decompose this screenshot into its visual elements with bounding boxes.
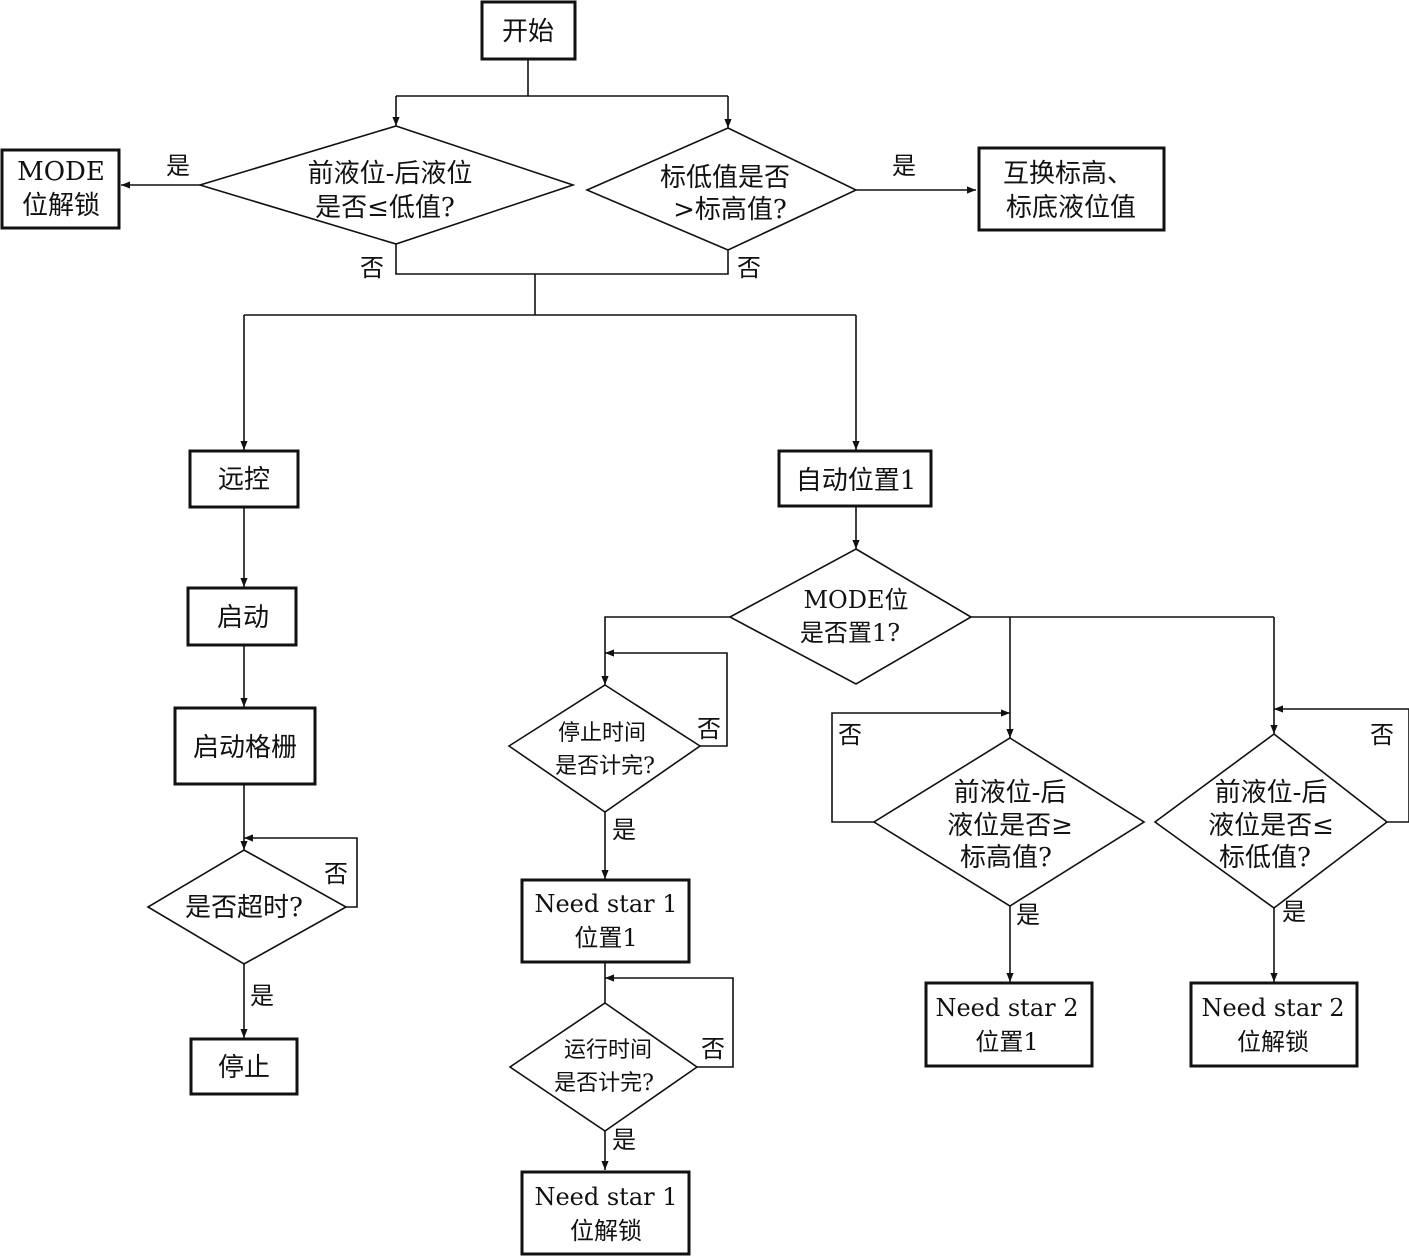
- start-grid-box: 启动格栅: [173, 706, 317, 786]
- decision-low-gt-high: 标低值是否 >标高值?: [584, 127, 858, 251]
- need-star-2-position-1-line2: 位置1: [975, 1028, 1038, 1056]
- no-label-run-time: 否: [701, 1035, 725, 1063]
- decision-run-time-line1: 运行时间: [564, 1038, 652, 1063]
- decision-mode-set: MODE位 是否置1?: [728, 548, 973, 685]
- yes-label-swap: 是: [892, 152, 916, 180]
- startup-label: 启动: [217, 603, 269, 633]
- decision-low-gt-high-line2: >标高值?: [673, 195, 787, 225]
- decision-level-diff-le-low-line2: 液位是否≤: [1208, 811, 1334, 841]
- decision-run-time-line2: 是否计完?: [554, 1071, 654, 1096]
- swap-line1: 互换标高、: [1003, 159, 1133, 189]
- mode-unlock-box: MODE 位解锁: [0, 148, 121, 230]
- no-label-timeout: 否: [324, 860, 348, 888]
- decision-level-diff-le-low-line3: 标低值?: [1219, 843, 1311, 873]
- decision-level-diff-le-low-line1: 前液位-后: [1215, 778, 1328, 808]
- yes-label-mode-unlock: 是: [166, 152, 190, 180]
- need-star-2-position-1-line1: Need star 2: [935, 994, 1078, 1022]
- need-star-1-unlock-line1: Need star 1: [534, 1183, 677, 1211]
- need-star-2-unlock-line2: 位解锁: [1237, 1028, 1309, 1056]
- need-star-1-unlock-box: Need star 1 位解锁: [520, 1170, 691, 1256]
- need-star-2-unlock-box: Need star 2 位解锁: [1189, 981, 1359, 1068]
- no-label-right-top: 否: [737, 254, 761, 282]
- start-grid-label: 启动格栅: [193, 733, 297, 763]
- yes-label-timeout: 是: [250, 982, 274, 1010]
- need-star-2-position-1-box: Need star 2 位置1: [924, 981, 1094, 1068]
- stop-label: 停止: [218, 1053, 270, 1083]
- decision-level-diff-ge-high-line3: 标高值?: [960, 843, 1052, 873]
- yes-label-le-low: 是: [1282, 898, 1306, 926]
- decision-level-diff-ge-high-line2: 液位是否≥: [947, 811, 1073, 841]
- start-box: 开始: [480, 0, 577, 61]
- yes-label-ge-high: 是: [1016, 901, 1040, 929]
- no-label-le-low: 否: [1370, 721, 1394, 749]
- no-label-stop-time: 否: [697, 715, 721, 743]
- connectors: [121, 60, 1409, 1170]
- remote-label: 远控: [218, 465, 270, 495]
- swap-line2: 标底液位值: [1006, 193, 1136, 223]
- mode-unlock-line2: 位解锁: [22, 191, 100, 221]
- need-star-1-position-1-box: Need star 1 位置1: [520, 878, 691, 964]
- decision-level-diff-ge-high-line1: 前液位-后: [954, 778, 1067, 808]
- need-star-1-unlock-line2: 位解锁: [570, 1217, 642, 1245]
- yes-label-run-time: 是: [612, 1126, 636, 1154]
- start-label: 开始: [502, 17, 554, 47]
- stop-box: 停止: [189, 1037, 299, 1096]
- decision-stop-time: 停止时间 是否计完?: [507, 684, 702, 813]
- need-star-1-position-1-line2: 位置1: [574, 924, 637, 952]
- decision-mode-set-line2: 是否置1?: [800, 619, 900, 647]
- remote-box: 远控: [188, 449, 300, 509]
- decision-mode-set-line1: MODE位: [803, 586, 908, 614]
- branch-labels: 是 是 否 否 否 是 否 是 否 是 否 是 否 是: [166, 152, 1394, 1154]
- mode-unlock-line1: MODE: [17, 157, 105, 187]
- decision-level-diff-ge-high: 前液位-后 液位是否≥ 标高值?: [872, 737, 1146, 907]
- yes-label-stop-time: 是: [612, 816, 636, 844]
- need-star-1-position-1-line1: Need star 1: [534, 890, 677, 918]
- decision-stop-time-line2: 是否计完?: [555, 754, 655, 779]
- auto-position-1-box: 自动位置1: [777, 449, 933, 508]
- startup-box: 启动: [186, 586, 298, 647]
- decision-level-diff-low-line1: 前液位-后液位: [308, 159, 473, 189]
- decision-timeout: 是否超时?: [146, 849, 348, 965]
- swap-box: 互换标高、 标底液位值: [977, 146, 1166, 232]
- decision-timeout-label: 是否超时?: [185, 893, 303, 923]
- decision-level-diff-low-line2: 是否≤低值?: [315, 193, 455, 223]
- decision-low-gt-high-line1: 标低值是否: [660, 163, 790, 193]
- decision-level-diff-le-low: 前液位-后 液位是否≤ 标低值?: [1153, 732, 1389, 909]
- decision-stop-time-line1: 停止时间: [558, 721, 646, 746]
- need-star-2-unlock-line1: Need star 2: [1201, 994, 1344, 1022]
- no-label-left-top: 否: [360, 254, 384, 282]
- decision-level-diff-low: 前液位-后液位 是否≤低值?: [197, 125, 576, 245]
- no-label-ge-high: 否: [838, 721, 862, 749]
- decision-run-time: 运行时间 是否计完?: [508, 1002, 699, 1132]
- auto-position-1-label: 自动位置1: [796, 466, 917, 496]
